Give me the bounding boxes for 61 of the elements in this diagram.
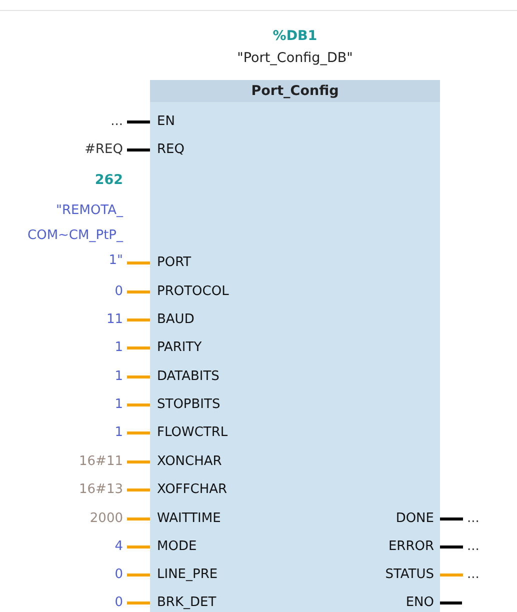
input-pin-label: PARITY [157, 338, 202, 358]
connection-line [127, 404, 150, 406]
input-pin-label: BAUD [157, 310, 194, 330]
input-pin-label: XONCHAR [157, 452, 222, 472]
connection-line [127, 546, 150, 548]
instance-number: %DB1 [272, 28, 318, 44]
parameter-value: 16#11 [79, 452, 123, 472]
connection-line [127, 460, 150, 464]
connection-line [127, 574, 150, 576]
input-pin-label: MODE [157, 537, 197, 557]
connection-line [127, 432, 150, 434]
parameter-value: 2000 [90, 509, 123, 529]
input-pin-label: PROTOCOL [157, 282, 229, 302]
connection-line [440, 602, 462, 604]
parameter-value: ... [467, 537, 480, 557]
parameter-value: ... [467, 565, 480, 585]
parameter-value: #REQ [84, 140, 123, 160]
parameter-value: 1 [114, 367, 123, 387]
input-pin-label: XOFFCHAR [157, 480, 228, 500]
parameter-value: 4 [114, 537, 123, 557]
output-pin-label: STATUS [385, 565, 434, 585]
output-pin-label: ENO [406, 593, 434, 612]
input-pin-label: DATABITS [157, 367, 220, 387]
connection-line [127, 290, 150, 294]
parameter-address: 262 [94, 171, 123, 190]
input-pin-label: BRK_DET [157, 593, 216, 612]
input-pin-label: EN [157, 112, 175, 132]
connection-line [127, 376, 150, 378]
connection-line [440, 574, 463, 576]
block-title: Port_Config [150, 80, 440, 102]
instance-name: "Port_Config_DB" [237, 50, 353, 66]
connection-line [127, 602, 150, 604]
connection-line [127, 488, 150, 492]
parameter-value: 16#13 [79, 480, 123, 500]
parameter-name: "REMOTA_ COM~CM_PtP_ 1" [28, 202, 123, 270]
parameter-value: 1 [114, 395, 123, 415]
connection-line [127, 518, 150, 520]
output-pin-label: DONE [396, 509, 434, 529]
connection-line [127, 148, 150, 152]
connection-line [127, 318, 150, 322]
connection-line [440, 518, 463, 520]
parameter-value: ... [467, 509, 480, 529]
connection-line [127, 120, 150, 124]
parameter-value: 0 [114, 593, 123, 612]
connection-line [127, 346, 150, 350]
parameter-value: 0 [114, 282, 123, 302]
input-pin-label: FLOWCTRL [157, 423, 228, 443]
output-pin-label: ERROR [388, 537, 434, 557]
parameter-value: 11 [106, 310, 123, 330]
parameter-value: 1 [114, 338, 123, 358]
function-block [150, 80, 440, 612]
input-pin-label: REQ [157, 140, 184, 160]
input-pin-label: PORT [157, 253, 192, 273]
parameter-value: ... [110, 112, 123, 132]
parameter-value: 0 [114, 565, 123, 585]
connection-line [440, 546, 463, 548]
parameter-value: 1 [114, 423, 123, 443]
input-pin-label: STOPBITS [157, 395, 220, 415]
input-pin-label: WAITTIME [157, 509, 221, 529]
connection-line [127, 262, 150, 264]
input-pin-label: LINE_PRE [157, 565, 218, 585]
